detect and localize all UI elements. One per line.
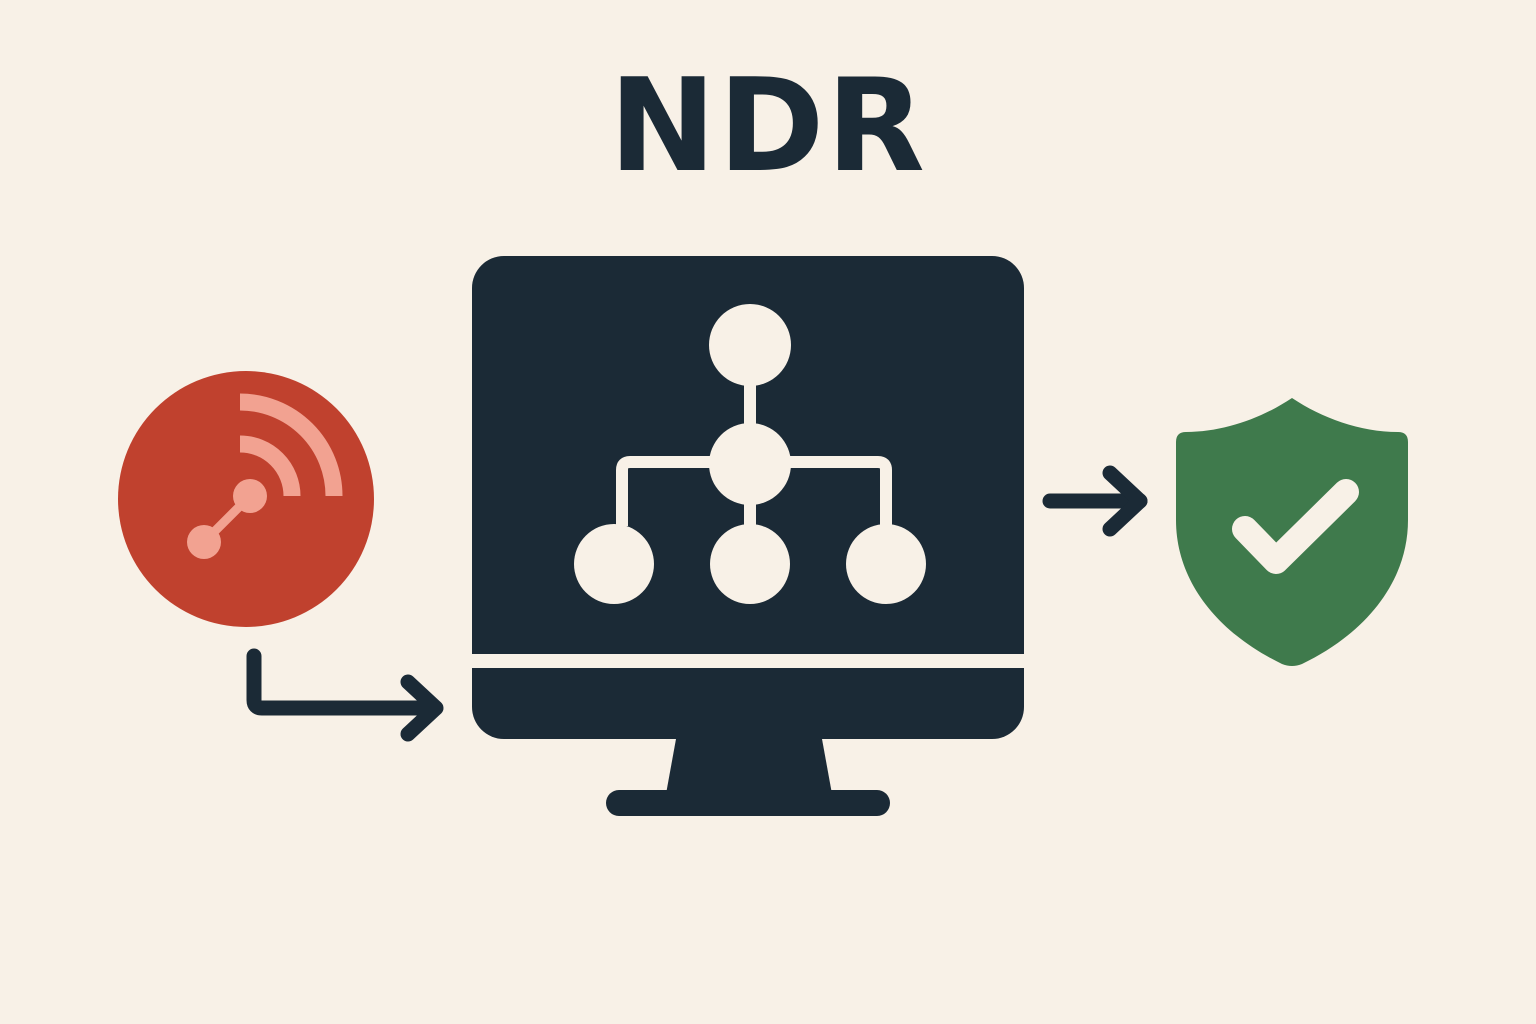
monitor-base (606, 790, 890, 816)
monitor-to-shield-arrow (1042, 465, 1148, 537)
signal-wave-inner (239, 435, 301, 497)
threat-to-monitor-arrow (246, 648, 444, 742)
network-topology-icon (574, 304, 926, 604)
signal-wave-outer (239, 393, 343, 497)
network-node-right (846, 524, 926, 604)
network-node-top (709, 304, 791, 386)
monitor-stand (666, 739, 832, 794)
network-node-left (574, 524, 654, 604)
threat-signal-icon (118, 371, 374, 627)
monitor-icon (472, 256, 1024, 816)
check-mark (1232, 479, 1359, 574)
signal-node-small (187, 525, 221, 559)
monitor-bezel-divider (472, 654, 1024, 668)
network-node-hub (709, 423, 791, 505)
arrowhead (1102, 465, 1148, 537)
arrowhead (400, 674, 444, 742)
shield-check-icon (1176, 398, 1408, 666)
diagram-title: NDR (609, 52, 927, 201)
network-node-center (710, 524, 790, 604)
signal-node-large (233, 479, 267, 513)
